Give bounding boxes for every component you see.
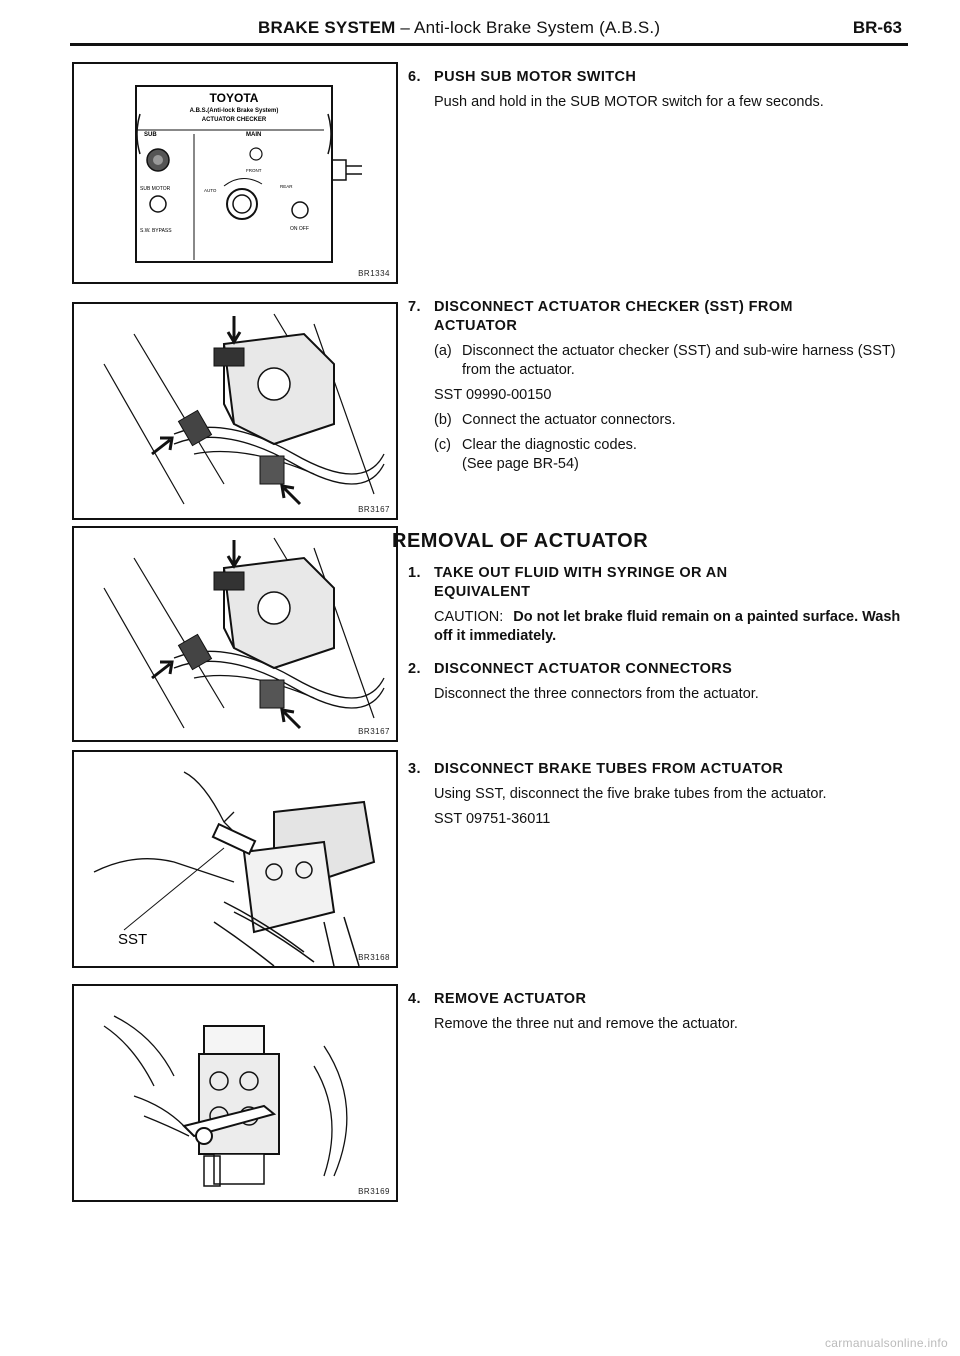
removal-step-2: 2. DISCONNECT ACTUATOR CONNECTORS Discon… (408, 660, 908, 710)
step-6: 6. PUSH SUB MOTOR SWITCH Push and hold i… (408, 68, 908, 118)
panel-bypass-label: S.W. BYPASS (140, 228, 172, 234)
step-heading: 3. DISCONNECT BRAKE TUBES FROM ACTUATOR (408, 760, 908, 779)
figure-actuator-connectors-2: BR3167 (72, 526, 398, 742)
step-heading: 1. TAKE OUT FLUID WITH SYRINGE OR AN EQU… (408, 564, 908, 602)
figure-code: BR1334 (358, 269, 390, 278)
step-title-line1: TAKE OUT FLUID WITH SYRINGE OR AN (434, 565, 728, 581)
step-number: 7. (408, 299, 421, 315)
step-title: PUSH SUB MOTOR SWITCH (434, 69, 637, 85)
step-text: Using SST, disconnect the five brake tub… (434, 786, 827, 802)
substep-label: (a) (434, 343, 452, 359)
panel-name: ACTUATOR CHECKER (202, 117, 267, 123)
figure-code: BR3167 (358, 505, 390, 514)
sst-number: SST 09990-00150 (434, 387, 552, 403)
step-number: 1. (408, 565, 421, 581)
figure-brake-tubes: SST BR3168 (72, 750, 398, 968)
page-title-sub: – Anti-lock Brake System (A.B.S.) (395, 18, 661, 37)
substep-a: (a) Disconnect the actuator checker (SST… (434, 342, 908, 380)
caution-note: CAUTION:Do not let brake fluid remain on… (434, 608, 908, 646)
substep-b: (b) Connect the actuator connectors. (434, 411, 908, 430)
substep-text: Disconnect the actuator checker (SST) an… (462, 343, 896, 378)
page-reference: (See page BR-54) (462, 456, 579, 472)
step-title: REMOVE ACTUATOR (434, 991, 587, 1007)
step-number: 2. (408, 661, 421, 677)
step-number: 6. (408, 69, 421, 85)
actuator-connectors-illustration (103, 313, 385, 506)
figure-code: BR3168 (358, 953, 390, 962)
removal-step-3: 3. DISCONNECT BRAKE TUBES FROM ACTUATOR … (408, 760, 908, 835)
brake-tubes-illustration: SST (93, 771, 376, 966)
step-number: 4. (408, 991, 421, 1007)
panel-subtitle: A.B.S.(Anti-lock Brake System) (190, 108, 279, 114)
actuator-connectors-illustration (103, 537, 385, 730)
step-text: Push and hold in the SUB MOTOR switch fo… (434, 94, 824, 110)
panel-auto-label: AUTO (204, 188, 217, 193)
page-title: BRAKE SYSTEM – Anti-lock Brake System (A… (258, 18, 660, 38)
step-heading: 2. DISCONNECT ACTUATOR CONNECTORS (408, 660, 908, 679)
page-number: BR-63 (852, 18, 902, 37)
panel-brand: TOYOTA (210, 91, 259, 105)
caution-text: Do not let brake fluid remain on a paint… (434, 609, 901, 644)
figure-actuator-checker: TOYOTA A.B.S.(Anti-lock Brake System) AC… (72, 62, 398, 284)
caution-label: CAUTION: (434, 609, 504, 625)
step-7: 7. DISCONNECT ACTUATOR CHECKER (SST) FRO… (408, 298, 908, 480)
panel-sub-motor-label: SUB MOTOR (140, 186, 171, 192)
figure-remove-actuator: BR3169 (72, 984, 398, 1202)
figure-code: BR3167 (358, 727, 390, 736)
panel-rear-label: REAR (280, 184, 293, 189)
removal-step-4: 4. REMOVE ACTUATOR Remove the three nut … (408, 990, 908, 1040)
header-rule (70, 43, 908, 46)
step-heading: 6. PUSH SUB MOTOR SWITCH (408, 68, 908, 87)
figure-actuator-connectors-1: BR3167 (72, 302, 398, 520)
substep-label: (b) (434, 412, 452, 428)
step-heading: 7. DISCONNECT ACTUATOR CHECKER (SST) FRO… (408, 298, 908, 336)
section-title: REMOVAL OF ACTUATOR (392, 530, 649, 552)
sst-number: SST 09751-36011 (434, 811, 551, 827)
substep-label: (c) (434, 437, 451, 453)
removal-step-1: 1. TAKE OUT FLUID WITH SYRINGE OR AN EQU… (408, 564, 908, 652)
step-title-line2: ACTUATOR (434, 318, 518, 334)
step-title-line1: DISCONNECT ACTUATOR CHECKER (SST) FROM (434, 299, 793, 315)
sst-label: SST (118, 931, 147, 948)
substep-text: Connect the actuator connectors. (462, 412, 676, 428)
step-title: DISCONNECT ACTUATOR CONNECTORS (434, 661, 733, 677)
page-title-main: BRAKE SYSTEM (258, 18, 396, 37)
substep-text: Clear the diagnostic codes. (462, 437, 637, 453)
step-text: Disconnect the three connectors from the… (434, 686, 759, 702)
step-title-line2: EQUIVALENT (434, 584, 531, 600)
site-watermark: carmanualsonline.info (824, 1336, 948, 1350)
substep-c: (c) Clear the diagnostic codes. (See pag… (434, 436, 908, 474)
panel-main-label: MAIN (246, 132, 261, 138)
step-title: DISCONNECT BRAKE TUBES FROM ACTUATOR (434, 761, 784, 777)
panel-front-label: FRONT (246, 168, 262, 173)
actuator-checker-illustration: TOYOTA A.B.S.(Anti-lock Brake System) AC… (135, 85, 362, 263)
page-header: BRAKE SYSTEM – Anti-lock Brake System (A… (70, 18, 908, 46)
step-number: 3. (408, 761, 421, 777)
step-text: Remove the three nut and remove the actu… (434, 1016, 738, 1032)
remove-actuator-illustration (103, 1015, 348, 1187)
panel-on-off-label: ON OFF (290, 226, 309, 232)
panel-sub-label: SUB (144, 132, 157, 138)
step-heading: 4. REMOVE ACTUATOR (408, 990, 908, 1009)
figure-code: BR3169 (358, 1187, 390, 1196)
